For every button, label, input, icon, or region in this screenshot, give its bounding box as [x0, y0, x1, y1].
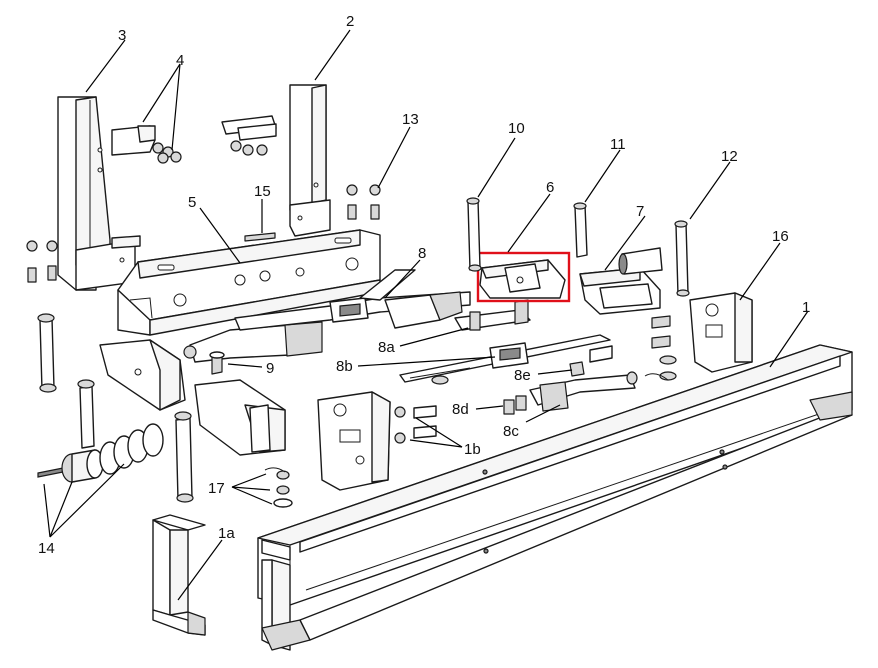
callout-1b: 1b [464, 441, 481, 458]
left-shaft-rollers [37, 313, 194, 503]
callout-8c: 8c [503, 423, 519, 440]
part-16-right-plate [651, 292, 753, 373]
part-10-bolt [466, 197, 482, 272]
callout-6: 6 [546, 179, 554, 196]
part-1b-spacers [394, 405, 437, 444]
callout-8a: 8a [378, 339, 395, 356]
right-springs [644, 355, 677, 381]
part-8-actuator-assembly [183, 269, 471, 363]
part-4-clip-and-nuts [111, 115, 277, 164]
part-11-bolt [573, 202, 588, 258]
callout-5: 5 [188, 194, 196, 211]
part-1a-end-cap [152, 514, 206, 636]
part-14-roller-washers [37, 423, 164, 483]
callout-2: 2 [346, 13, 354, 30]
part-8c-actuator [529, 371, 638, 412]
callout-14: 14 [38, 540, 55, 557]
part-15-shim [244, 232, 276, 242]
callout-11: 11 [610, 136, 626, 153]
callout-12: 12 [721, 148, 738, 165]
callout-16: 16 [772, 228, 789, 245]
lower-left-bracket [99, 339, 186, 411]
highlight-box-part-6 [476, 251, 571, 303]
part-13-nuts [26, 184, 381, 283]
part-17-springs [264, 467, 293, 508]
callout-4: 4 [176, 52, 184, 69]
part-12-bolt [674, 220, 690, 297]
callout-15: 15 [254, 183, 271, 200]
callout-10: 10 [508, 120, 525, 137]
callout-13: 13 [402, 111, 419, 128]
leader-lines [43, 29, 809, 601]
callout-7: 7 [636, 203, 644, 220]
callout-3: 3 [118, 27, 126, 44]
callout-1a: 1a [218, 525, 235, 542]
callout-17: 17 [208, 480, 225, 497]
callout-8e: 8e [514, 367, 531, 384]
callout-8: 8 [418, 245, 426, 262]
callout-9: 9 [266, 360, 274, 377]
lower-center-bracket [194, 379, 286, 456]
part-8b-linkage [399, 334, 611, 385]
part-6-bracket [479, 259, 566, 299]
part-9-pin [209, 351, 225, 375]
center-mounting-plate [317, 391, 391, 491]
callout-labels: 3 4 2 13 10 6 11 7 12 16 1 5 15 8 8a 8b … [38, 13, 810, 557]
part-1-base-rail [257, 344, 853, 651]
part-7-bracket [579, 247, 663, 315]
part-8a-mount [454, 299, 531, 331]
part-5-main-frame [117, 229, 381, 336]
callout-8b: 8b [336, 358, 353, 375]
callout-1: 1 [802, 299, 810, 316]
part-2-center-upright [289, 84, 331, 237]
part-3-left-upright [57, 96, 141, 291]
part-8d-bushing [503, 395, 527, 415]
callout-8d: 8d [452, 401, 469, 418]
part-8e-clip [569, 345, 613, 377]
